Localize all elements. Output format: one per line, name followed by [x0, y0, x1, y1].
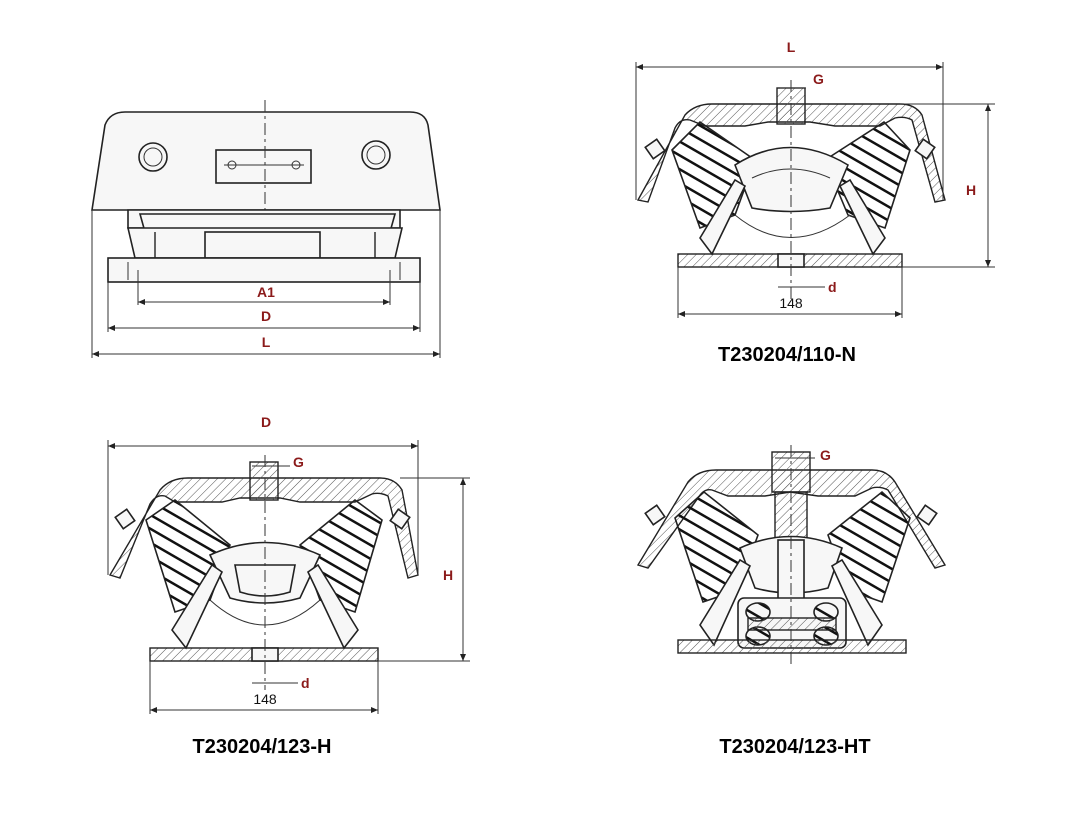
- figure-caption: T230204/123-HT: [719, 736, 870, 758]
- dim-label-a1: A1: [257, 284, 275, 300]
- dim-label-g: G: [820, 447, 831, 463]
- dim-label-h: H: [443, 567, 453, 583]
- dim-label-g: G: [293, 454, 304, 470]
- figure-bottom-left: D G H d 148 T230204/123-H: [107, 414, 470, 758]
- dim-label-148: 148: [779, 295, 803, 311]
- dim-label-148: 148: [253, 691, 277, 707]
- dim-label-g: G: [813, 71, 824, 87]
- dim-label-d: D: [261, 414, 271, 430]
- dim-label-l: L: [262, 334, 271, 350]
- figure-bottom-right: G T230204/123-HT: [636, 445, 947, 758]
- dim-label-l: L: [787, 39, 796, 55]
- bolt-right: [361, 140, 391, 170]
- dim-label-d-small: d: [301, 675, 310, 691]
- figure-caption: T230204/110-N: [718, 344, 856, 366]
- dim-label-d-small: d: [828, 279, 837, 295]
- figure-top-right: L G H d 148 T230204/110-N: [635, 39, 995, 366]
- figure-caption: T230204/123-H: [193, 736, 332, 758]
- dim-label-h: H: [966, 182, 976, 198]
- dim-label-d: D: [261, 308, 271, 324]
- figure-top-left: A1 D L: [91, 100, 441, 358]
- bolt-left: [138, 142, 168, 172]
